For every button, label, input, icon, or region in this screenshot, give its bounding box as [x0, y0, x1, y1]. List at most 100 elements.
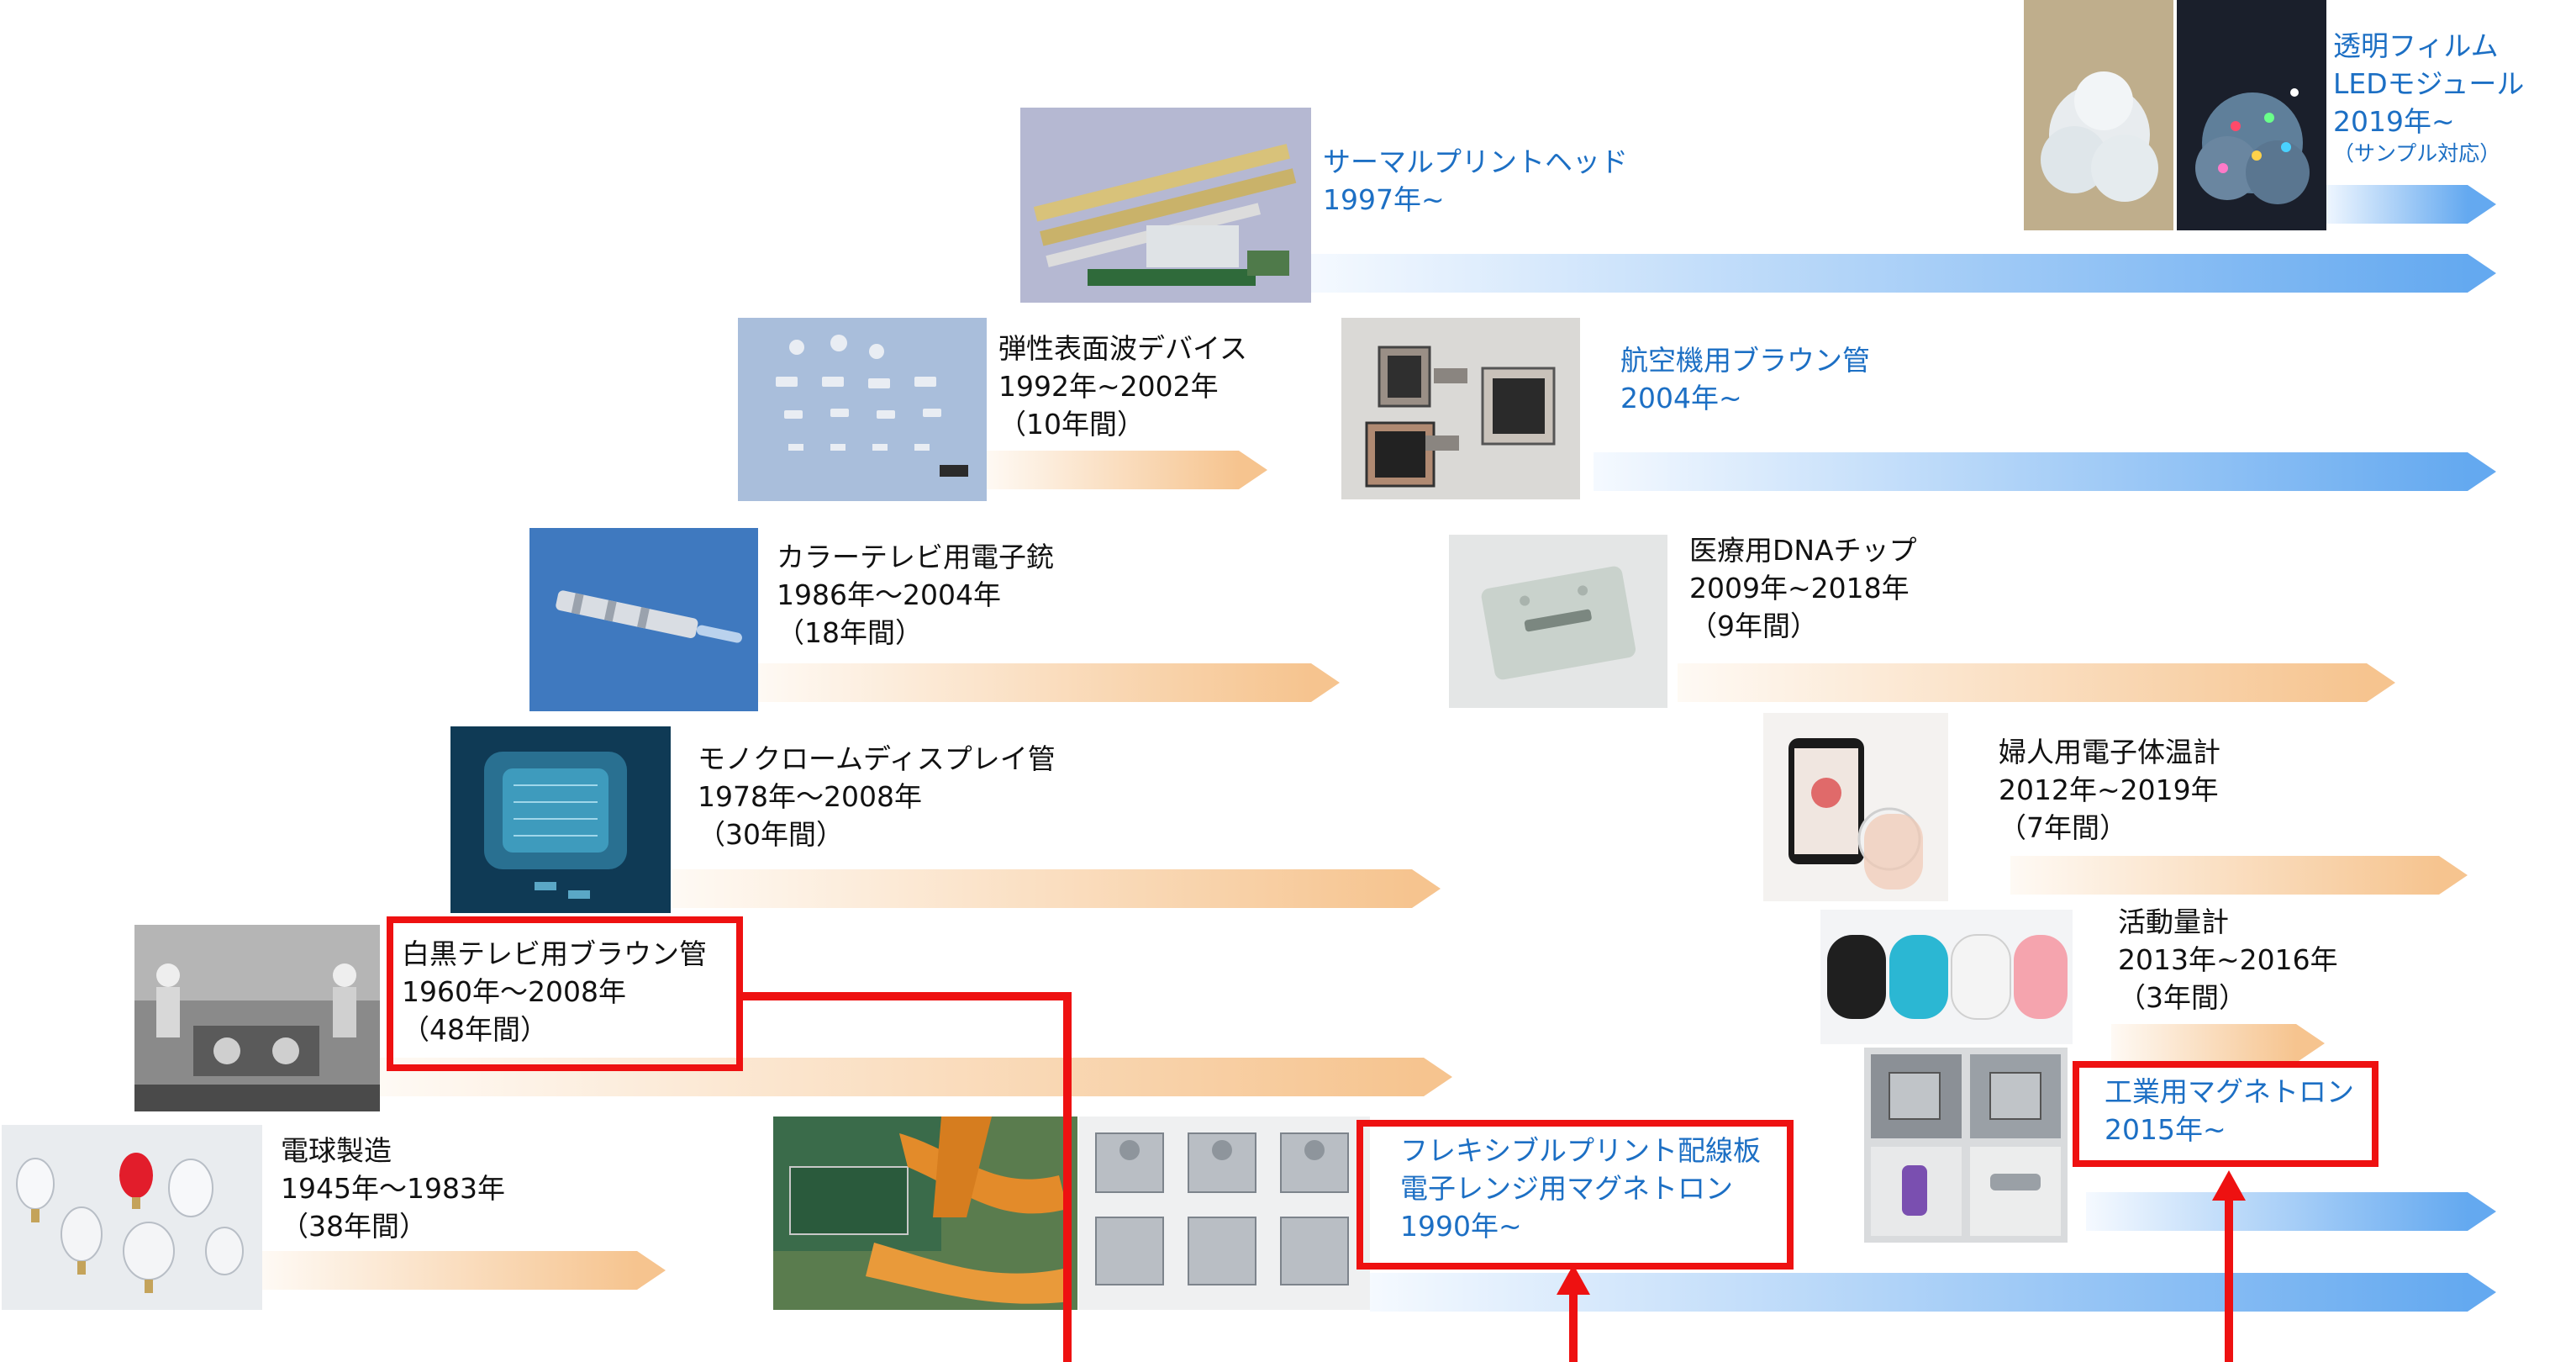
magnetron-icon	[1079, 1117, 1370, 1310]
print-head-icon	[1020, 108, 1311, 303]
factory-workers-icon	[134, 925, 380, 1111]
arrow-head-industrial	[2212, 1170, 2246, 1201]
label-title: 工業用マグネトロン	[2105, 1075, 2354, 1108]
activity-bands-icon	[1820, 910, 2073, 1044]
label-industrial: 工業用マグネトロン 2015年~	[2105, 1073, 2354, 1148]
label-title: 医療用DNAチップ	[1689, 534, 1917, 567]
smartphone-thermometer-icon	[1763, 713, 1948, 901]
bar-color-gun	[756, 663, 1340, 702]
led-film-image-right	[2177, 0, 2326, 230]
label-title: 弾性表面波デバイス	[998, 332, 1248, 365]
highlight-box-bw-crt	[387, 916, 743, 1071]
label-period: 2019年~	[2333, 105, 2455, 138]
label-duration: （48年間）	[402, 1013, 548, 1046]
label-period: 2013年~2016年	[2118, 943, 2338, 976]
label-period: 1990年~	[1400, 1210, 1522, 1243]
connector-line	[743, 992, 2233, 1362]
led-lit-icon	[2177, 0, 2326, 230]
highlight-box-flex-magnetron	[1356, 1120, 1794, 1270]
aviation-crt-icon	[1341, 318, 1580, 499]
bar-bw-crt	[380, 1058, 1452, 1096]
label-title: フレキシブルプリント配線板	[1400, 1134, 1761, 1167]
bar-dna	[1678, 663, 2395, 702]
label-title2: LEDモジュール	[2333, 67, 2525, 100]
flex-board-image	[773, 1117, 1077, 1310]
label-title: 透明フィルム	[2333, 29, 2499, 62]
electron-gun-image	[529, 528, 758, 711]
label-title: サーマルプリントヘッド	[1323, 145, 1628, 178]
label-duration: （18年間）	[777, 616, 923, 649]
electron-gun-icon	[529, 528, 758, 711]
label-period: 1960年～2008年	[402, 975, 626, 1008]
label-duration: （38年間）	[281, 1210, 427, 1243]
industrial-magnetron-icon	[1864, 1048, 2068, 1243]
bar-led-film	[2320, 185, 2496, 224]
label-period: 1992年~2002年	[998, 370, 1219, 403]
label-period: 1945年～1983年	[281, 1172, 505, 1205]
highlight-box-industrial	[2073, 1061, 2378, 1167]
label-bulb: 電球製造 1945年～1983年 （38年間）	[281, 1132, 505, 1245]
label-led-film: 透明フィルム LEDモジュール 2019年~ （サンプル対応）	[2333, 27, 2524, 167]
label-title: 白黒テレビ用ブラウン管	[402, 937, 707, 970]
label-note: （サンプル対応）	[2333, 141, 2501, 166]
smartphone-thermometer-image	[1763, 713, 1948, 901]
label-duration: （9年間）	[1689, 610, 1818, 642]
label-period: 2004年~	[1620, 382, 1742, 414]
light-bulbs-icon	[2, 1125, 262, 1310]
label-duration: （7年間）	[1999, 811, 2127, 844]
label-title: 婦人用電子体温計	[1999, 736, 2220, 768]
bar-thermal	[1308, 254, 2496, 293]
magnetron-image	[1079, 1117, 1370, 1310]
bar-bulb	[262, 1251, 666, 1290]
print-head-image	[1020, 108, 1311, 303]
label-title: カラーテレビ用電子銃	[777, 541, 1054, 573]
bar-thermometer	[2010, 856, 2468, 895]
dna-chip-icon	[1449, 535, 1667, 708]
label-period: 2015年~	[2105, 1113, 2226, 1146]
factory-workers-image	[134, 925, 380, 1111]
label-period: 2009年~2018年	[1689, 572, 1910, 604]
bar-mono-crt	[672, 869, 1441, 908]
label-dna: 医療用DNAチップ 2009年~2018年 （9年間）	[1689, 531, 1917, 645]
dna-chip-image	[1449, 535, 1667, 708]
bar-flex	[1370, 1273, 2496, 1312]
aviation-crt-image	[1341, 318, 1580, 499]
bar-activity	[2111, 1024, 2325, 1063]
flex-board-icon	[773, 1117, 1077, 1310]
activity-bands-image	[1820, 910, 2073, 1044]
saw-devices-image	[738, 318, 987, 501]
label-period: 1997年~	[1323, 183, 1445, 216]
label-title: 活動量計	[2118, 905, 2229, 938]
label-activity: 活動量計 2013年~2016年 （3年間）	[2118, 903, 2338, 1016]
label-flex: フレキシブルプリント配線板 電子レンジ用マグネトロン 1990年~	[1400, 1132, 1761, 1245]
label-period: 1986年～2004年	[777, 578, 1001, 611]
label-aviation: 航空機用ブラウン管 2004年~	[1620, 341, 1870, 417]
label-thermal: サーマルプリントヘッド 1997年~	[1323, 143, 1628, 219]
label-duration: （3年間）	[2118, 981, 2247, 1014]
monochrome-tube-image	[450, 726, 671, 913]
bar-industrial	[2086, 1192, 2496, 1231]
saw-devices-icon	[738, 318, 987, 501]
label-title: モノクロームディスプレイ管	[698, 742, 1056, 775]
label-duration: （10年間）	[998, 408, 1145, 441]
monochrome-tube-icon	[450, 726, 671, 913]
label-bw-crt: 白黒テレビ用ブラウン管 1960年～2008年 （48年間）	[402, 935, 707, 1048]
label-duration: （30年間）	[698, 818, 844, 851]
label-mono-crt: モノクロームディスプレイ管 1978年～2008年 （30年間）	[698, 740, 1056, 853]
led-film-icon	[2024, 0, 2173, 230]
label-color-gun: カラーテレビ用電子銃 1986年～2004年 （18年間）	[777, 538, 1054, 652]
industrial-magnetron-image	[1864, 1048, 2068, 1243]
label-title: 電球製造	[281, 1134, 392, 1167]
arrow-head-flex	[1557, 1264, 1590, 1295]
led-film-image-left	[2024, 0, 2173, 230]
label-thermometer: 婦人用電子体温計 2012年~2019年 （7年間）	[1999, 733, 2220, 847]
bar-saw	[985, 451, 1267, 489]
label-period: 2012年~2019年	[1999, 773, 2219, 806]
bar-aviation	[1594, 452, 2496, 491]
label-period: 1978年～2008年	[698, 780, 922, 813]
label-title: 航空機用ブラウン管	[1620, 344, 1870, 377]
light-bulbs-image	[2, 1125, 262, 1310]
label-saw: 弾性表面波デバイス 1992年~2002年 （10年間）	[998, 330, 1247, 443]
